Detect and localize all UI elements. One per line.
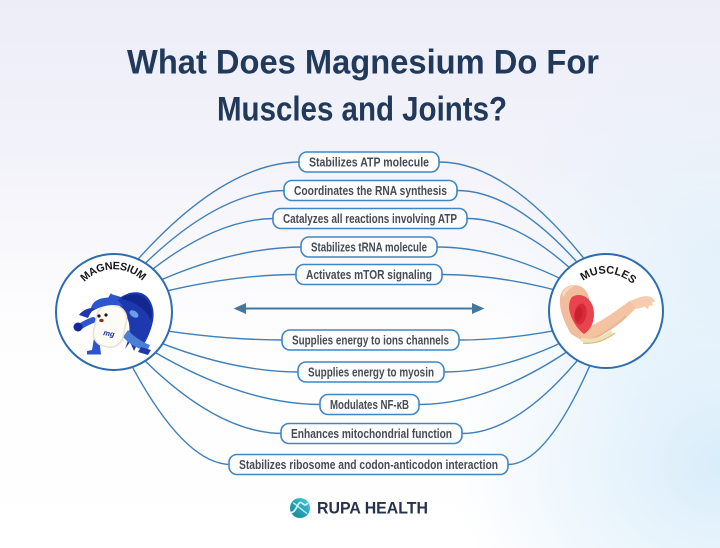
svg-text:Stabilizes ribosome and codon-: Stabilizes ribosome and codon-anticodon … — [239, 457, 498, 472]
svg-text:RUPA HEALTH: RUPA HEALTH — [317, 499, 428, 518]
svg-text:mg: mg — [103, 328, 116, 339]
svg-text:Supplies energy to myosin: Supplies energy to myosin — [308, 365, 434, 380]
svg-text:Muscles and Joints?: Muscles and Joints? — [217, 91, 507, 129]
svg-text:Enhances mitochondrial functio: Enhances mitochondrial function — [291, 426, 452, 441]
svg-text:Supplies energy to ions channe: Supplies energy to ions channels — [292, 333, 449, 348]
svg-text:Stabilizes tRNA molecule: Stabilizes tRNA molecule — [311, 240, 427, 255]
svg-text:Stabilizes ATP molecule: Stabilizes ATP molecule — [309, 155, 429, 170]
svg-text:Catalyzes all reactions involv: Catalyzes all reactions involving ATP — [283, 211, 457, 226]
svg-text:Modulates NF-κB: Modulates NF-κB — [330, 397, 409, 412]
svg-text:What Does Magnesium Do For: What Does Magnesium Do For — [127, 44, 599, 82]
svg-text:Coordinates the RNA synthesis: Coordinates the RNA synthesis — [294, 183, 447, 198]
svg-text:Activates mTOR signaling: Activates mTOR signaling — [306, 267, 432, 282]
